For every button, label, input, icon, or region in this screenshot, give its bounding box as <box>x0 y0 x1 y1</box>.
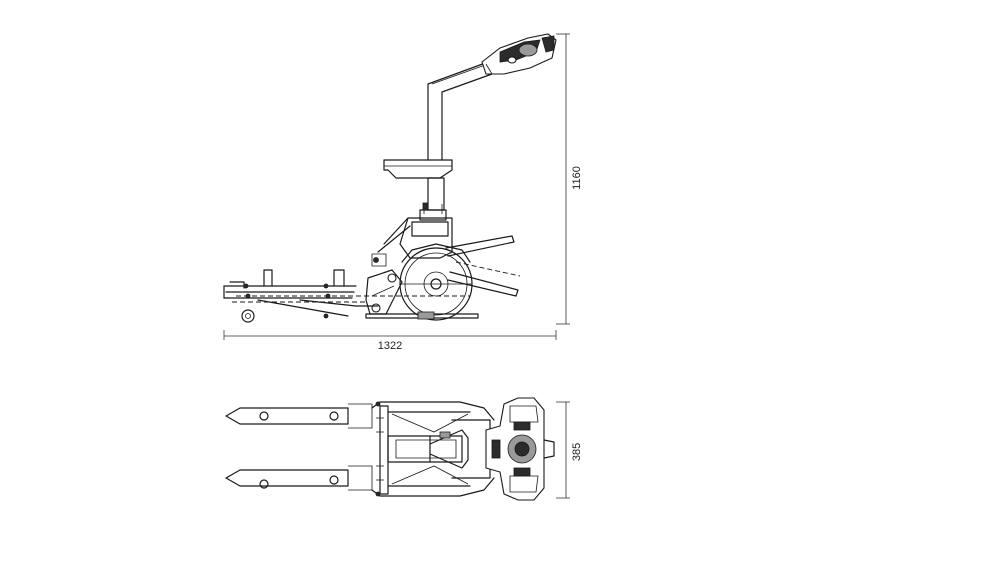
wheel-guard <box>401 243 471 263</box>
height-label: 1160 <box>571 166 583 190</box>
chassis <box>355 305 479 320</box>
control-tray <box>383 159 453 179</box>
length-label: 1322 <box>378 340 402 352</box>
levers <box>445 235 521 297</box>
tiller-head-top <box>485 397 555 501</box>
height-dimension: 1160 <box>556 33 583 325</box>
drive-unit-top <box>387 419 491 479</box>
chassis-frame-top <box>371 401 495 497</box>
tiller-arm <box>427 61 493 161</box>
forks-side <box>223 269 470 323</box>
width-label: 385 <box>571 443 583 461</box>
width-dimension: 385 <box>556 401 583 499</box>
length-dimension: 1322 <box>223 330 557 352</box>
drive-unit-housing <box>371 217 453 267</box>
fork-upper <box>225 403 373 429</box>
steering-column <box>419 177 447 221</box>
side-view: 1160 1322 <box>223 33 583 352</box>
tiller-head <box>481 33 557 75</box>
lift-linkage <box>365 269 403 315</box>
fork-lower <box>225 465 373 491</box>
drive-wheel <box>399 247 473 321</box>
top-view: 385 <box>225 397 583 501</box>
